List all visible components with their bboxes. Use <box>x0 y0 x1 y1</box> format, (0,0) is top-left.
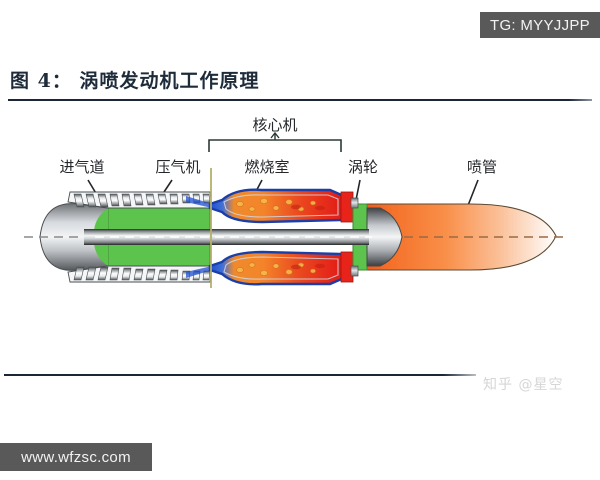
tg-watermark-badge: TG: MYYJJPP <box>480 12 600 38</box>
site-watermark-badge: www.wfzsc.com <box>0 443 152 471</box>
title-divider <box>8 99 592 101</box>
leader-nozzle <box>466 179 479 209</box>
central-shaft <box>84 229 369 245</box>
duct-fillet-lower <box>94 240 108 266</box>
label-compressor: 压气机 <box>155 158 200 176</box>
combustor-lower <box>208 250 346 286</box>
compressor-stages-upper <box>67 191 213 209</box>
label-turbine: 涡轮 <box>348 158 378 176</box>
label-nozzle: 喷管 <box>467 158 497 176</box>
label-combustor: 燃烧室 <box>244 158 289 176</box>
compressor-stages-lower <box>67 265 213 283</box>
label-intake: 进气道 <box>59 158 104 176</box>
duct-fillet-upper <box>94 208 108 234</box>
turbojet-diagram: 核心机 进气道 压气机 燃烧室 涡轮 喷管 <box>0 104 600 370</box>
turbine-collar-lower <box>350 265 359 277</box>
core-engine-bracket <box>208 131 342 152</box>
zhihu-watermark: 知乎 @星空 <box>483 377 564 393</box>
label-core-engine: 核心机 <box>252 116 297 134</box>
combustor-upper <box>208 188 346 224</box>
tail-cone <box>366 207 403 267</box>
engine-body <box>24 168 566 288</box>
bottom-divider <box>4 374 476 376</box>
page-title: 图 4： 涡喷发动机工作原理 <box>10 70 260 92</box>
turbine-collar-upper <box>350 197 359 209</box>
